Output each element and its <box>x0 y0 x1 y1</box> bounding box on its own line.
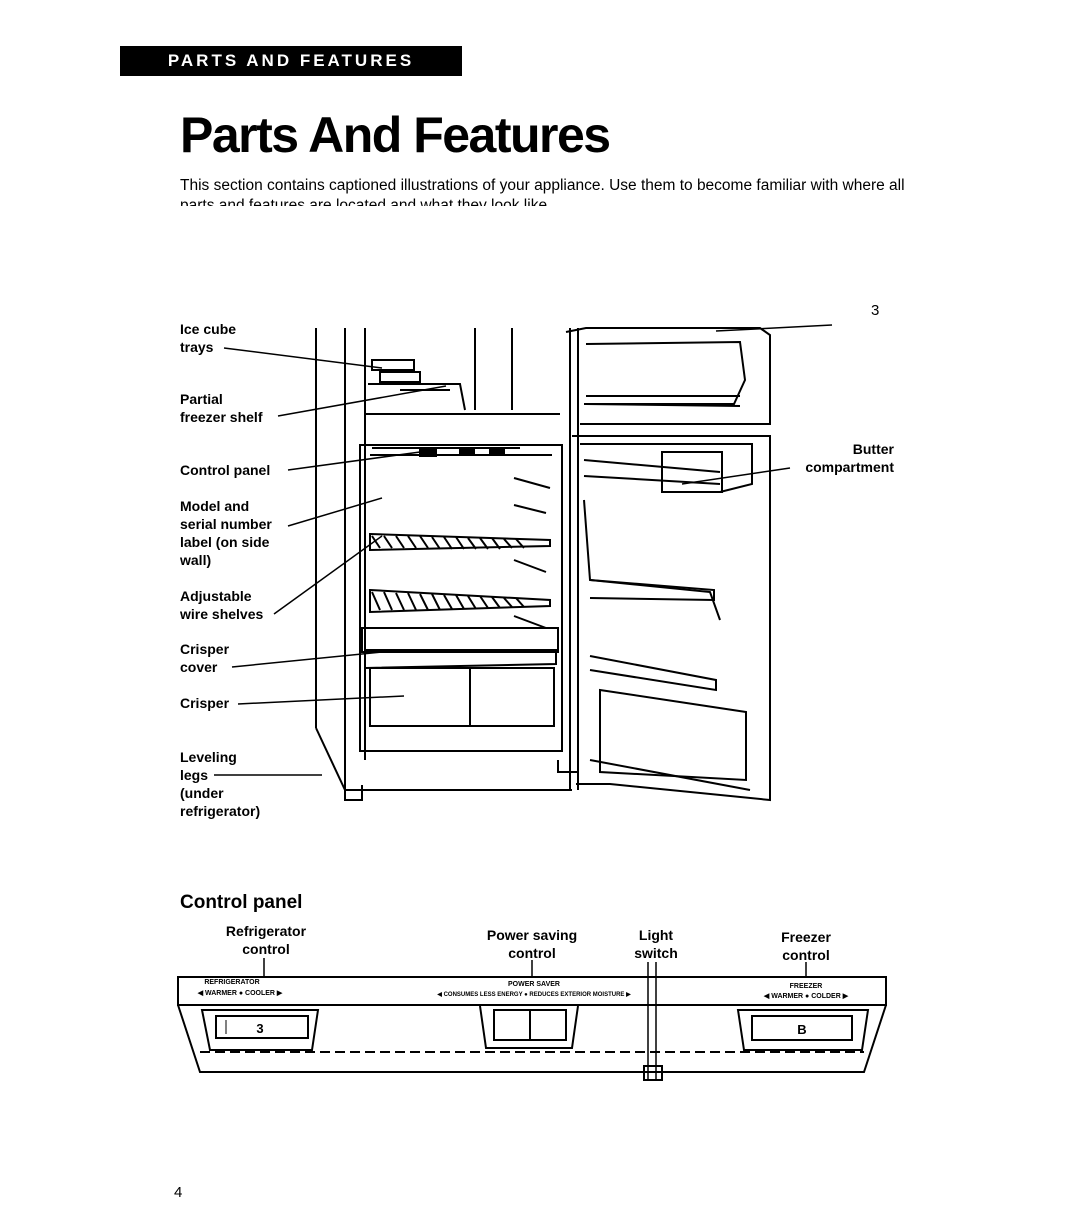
label-ice-cube-trays: Ice cube trays <box>180 321 237 355</box>
label-model-serial: Model and serial number label (on side w… <box>180 498 272 568</box>
leader-crisper-cover <box>231 649 403 668</box>
panel-refrigerator-title: REFRIGERATOR <box>204 979 259 986</box>
leader-lines <box>214 324 833 776</box>
section-banner: PARTS AND FEATURES <box>120 46 462 76</box>
panel-power-scale: ◀ CONSUMES LESS ENERGY ● REDUCES EXTERIO… <box>436 991 631 998</box>
page-title: Parts And Features <box>180 107 611 163</box>
label-crisper: Crisper <box>180 695 230 711</box>
freezer-door <box>565 327 771 425</box>
label-refrigerator-control: Refrigerator control <box>225 923 307 957</box>
control-panel-illustration <box>177 958 887 1081</box>
label-freezer-control: Freezer control <box>781 929 831 963</box>
callout-number: 3 <box>871 302 880 319</box>
label-leveling-legs: Leveling legs (under refrigerator) <box>180 749 261 819</box>
panel-freezer-title: FREEZER <box>790 983 823 990</box>
refrigerator-dial-setting: 3 <box>256 1021 263 1036</box>
fridge-control-strip <box>372 447 520 457</box>
label-adjustable-shelves: Adjustable wire shelves <box>180 588 264 622</box>
fridge-door <box>572 435 771 802</box>
freezer-dial-setting: B <box>797 1022 806 1037</box>
crisper-drawers <box>361 627 559 727</box>
leader-ice-cube-trays <box>223 347 383 369</box>
page-number: 4 <box>174 1184 183 1201</box>
leader-control-panel <box>287 451 421 471</box>
leveling-legs <box>344 760 579 801</box>
panel-power-title: POWER SAVER <box>508 981 560 988</box>
label-power-saving-control: Power saving control <box>486 927 578 961</box>
wire-shelf-lower <box>369 588 551 614</box>
intro-container: This section contains captioned illustra… <box>180 176 920 206</box>
leader-partial-freezer-shelf <box>277 385 447 417</box>
wire-shelf-upper <box>369 532 551 552</box>
label-crisper-cover: Crisper cover <box>180 641 230 675</box>
leader-callout-3 <box>715 324 833 332</box>
ice-trays <box>368 359 466 411</box>
label-control-panel: Control panel <box>180 462 271 478</box>
panel-freezer-scale: ◀ WARMER ● COLDER ▶ <box>763 993 849 1000</box>
leader-model-serial <box>287 497 383 527</box>
label-butter-compartment: Butter compartment <box>805 441 894 475</box>
shelf-supports <box>513 477 551 629</box>
label-partial-freezer-shelf: Partial freezer shelf <box>180 391 263 425</box>
control-panel-heading: Control panel <box>180 892 303 913</box>
label-light-switch: Light switch <box>634 927 678 961</box>
leader-adjustable-shelves <box>273 535 383 615</box>
cabinet-outline <box>315 328 579 791</box>
panel-refrigerator-scale: ◀ WARMER ● COOLER ▶ <box>197 990 283 997</box>
intro-paragraph: This section contains captioned illustra… <box>180 177 905 206</box>
leader-butter-compartment <box>681 467 791 485</box>
leader-crisper <box>237 695 405 705</box>
